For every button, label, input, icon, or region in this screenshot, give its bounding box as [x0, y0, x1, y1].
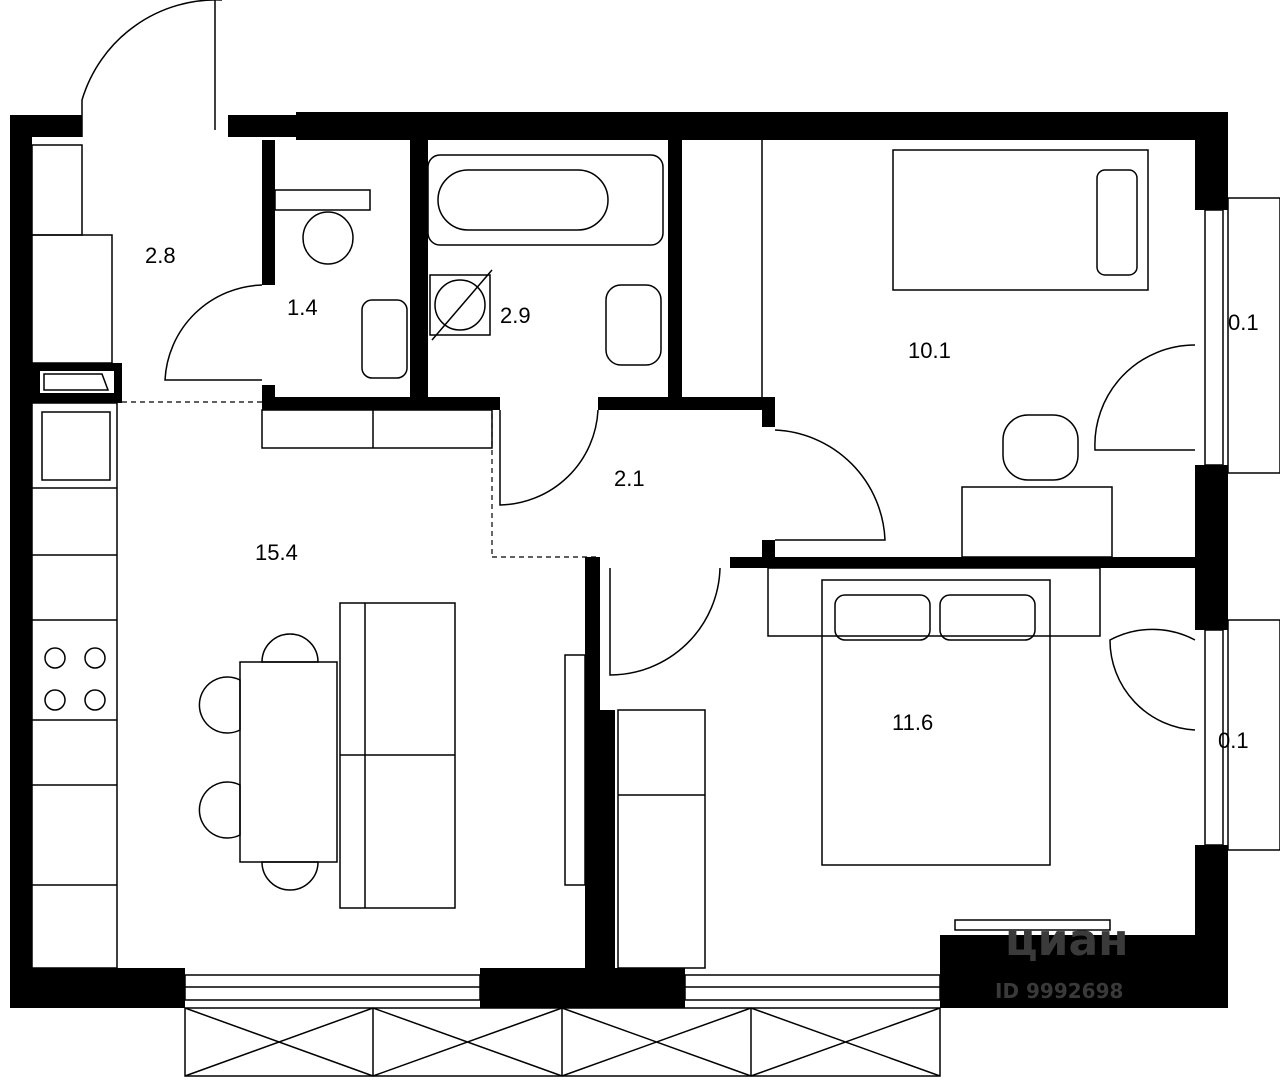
- interior-walls: [32, 140, 1195, 970]
- balconies: [184, 197, 1280, 1077]
- area-bathroom: 2.9: [500, 303, 531, 328]
- outer-walls: [10, 112, 1228, 1008]
- area-hallway: 2.8: [145, 243, 176, 268]
- area-balcony-2: 0.1: [1218, 728, 1249, 753]
- furniture: [31, 140, 1149, 969]
- area-balcony-1: 0.1: [1228, 310, 1259, 335]
- area-kitchen-living: 15.4: [255, 540, 298, 565]
- area-toilet: 1.4: [287, 295, 318, 320]
- area-bedroom-1: 10.1: [908, 338, 951, 363]
- watermark: циан ID 9992698: [995, 915, 1129, 1003]
- watermark-brand: циан: [1005, 915, 1129, 966]
- doors: [81, 0, 1196, 731]
- area-bedroom-2: 11.6: [892, 710, 933, 735]
- watermark-id: ID 9992698: [995, 979, 1123, 1003]
- area-labels: 2.8 1.4 2.9 10.1 0.1 2.1 15.4 11.6 0.1: [145, 243, 1259, 753]
- windows: [184, 209, 1224, 1001]
- area-corridor: 2.1: [614, 466, 645, 491]
